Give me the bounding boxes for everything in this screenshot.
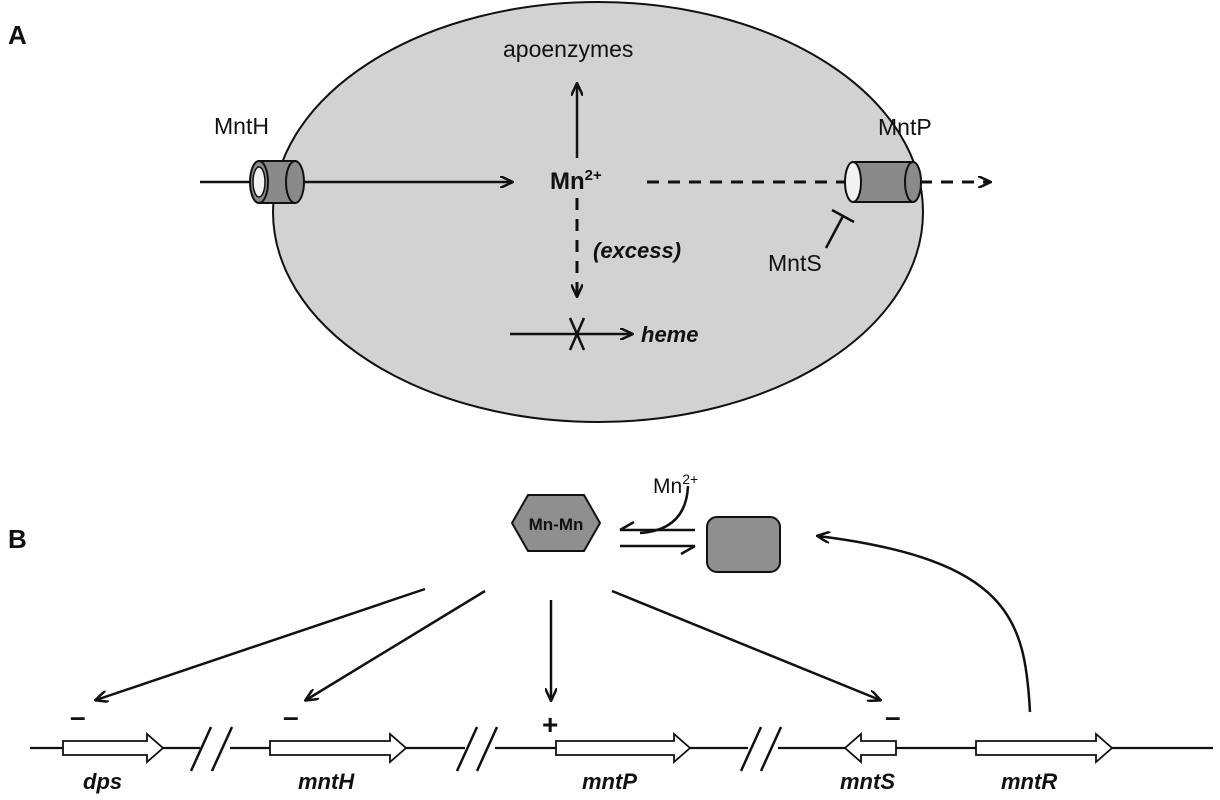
gene-label-mnth: mntH (298, 769, 355, 794)
gene-label-mntp: mntP (582, 769, 637, 794)
mn-ion-label: Mn2+ (550, 167, 602, 195)
gene-arrow-dps (62, 732, 165, 764)
panel-a: A MntH Mn2+ apoenzymes MntP MntS (8, 1, 990, 423)
gene-arrow-mntr (975, 732, 1114, 764)
mnts-inhibition (824, 208, 855, 249)
block-x-icon (568, 317, 586, 351)
mntp-label: MntP (878, 114, 932, 140)
gene-arrow-mntp (555, 732, 692, 764)
dps-regulation-sign: – (70, 701, 86, 732)
regulation-arrows (96, 536, 1032, 713)
arrow-to-mnts (611, 589, 880, 700)
mnth-label: MntH (214, 113, 269, 139)
break-marks (189, 726, 783, 772)
mn-ion-label-b: Mn2+ (653, 471, 698, 498)
gene-arrow-mnth (269, 732, 408, 764)
mnts-regulation-sign: – (885, 701, 901, 732)
apoenzymes-label: apoenzymes (503, 36, 633, 62)
mntp-transporter (844, 161, 922, 203)
excess-label: (excess) (593, 238, 681, 263)
gene-arrow-mnts (843, 732, 897, 764)
panel-a-label: A (8, 20, 27, 50)
mnth-regulation-sign: – (283, 701, 299, 732)
arrow-from-mntr (818, 536, 1032, 713)
apo-mntr-protein (706, 516, 781, 573)
mnth-transporter (249, 160, 305, 204)
gene-label-mnts: mntS (840, 769, 895, 794)
mnmn-label: Mn-Mn (529, 515, 584, 534)
gene-label-dps: dps (83, 769, 122, 794)
arrow-to-dps (96, 587, 426, 700)
mntp-regulation-sign: + (542, 709, 558, 740)
mnmn-complex (510, 494, 602, 552)
equilibrium-arrows (619, 485, 696, 556)
cell-ellipse (272, 1, 924, 423)
panel-b: B Mn-Mn Mn2+ (8, 471, 1213, 794)
heme-label: heme (641, 322, 698, 347)
mnts-label: MntS (768, 250, 822, 276)
arrow-to-mnth (306, 589, 486, 700)
panel-b-label: B (8, 524, 27, 554)
gene-label-mntr: mntR (1001, 769, 1057, 794)
